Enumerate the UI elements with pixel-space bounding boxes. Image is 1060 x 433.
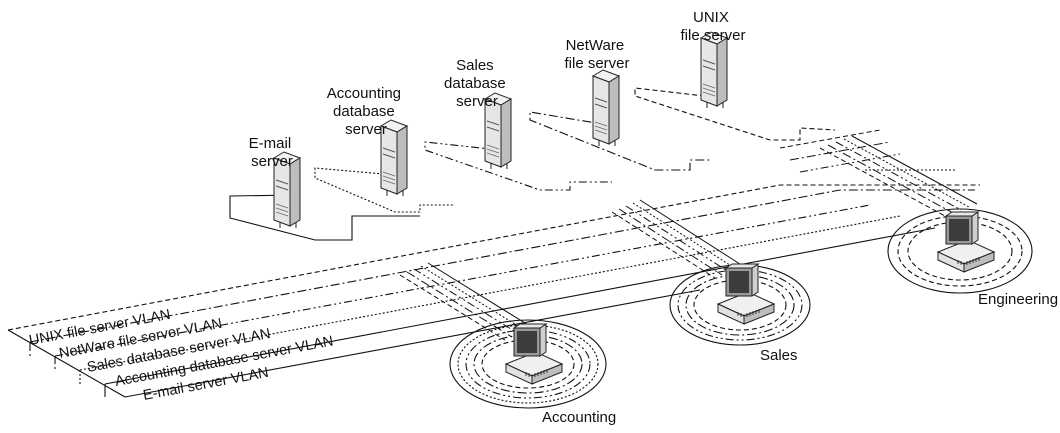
workgroup-label-sales: Sales [760,347,798,364]
netware-server-label: NetWare file server [564,37,629,72]
workgroup-label-accounting: Accounting [542,409,616,426]
netware-server-icon [592,69,620,147]
uplink-email [229,194,420,241]
workgroup-branches [399,129,978,341]
vlan-backbone [7,184,980,398]
email-server-label: E-mail server [249,135,296,170]
unix-server-label: UNIX file server [680,9,745,44]
accounting-db-server-label: Accounting database server [327,85,405,138]
server-labels: E-mail server Accounting database server… [249,9,746,170]
uplink-unix [634,87,836,141]
engineering-computer-icon [937,211,995,273]
vlan-lane-netware [29,189,975,343]
vlan-lane-email [104,227,936,385]
sales-db-server-label: Sales database server [444,57,510,110]
workgroup-label-engineering: Engineering [978,291,1058,308]
branch-sales [611,199,744,279]
vlan-lane-bottom [124,289,701,398]
uplink-netware [529,111,712,171]
vlan-labels: UNIX file server VLAN NetWare file serve… [28,307,335,404]
uplink-accounting-db [314,167,455,213]
branch-accounting [399,262,534,341]
uplink-sales-db [424,141,612,191]
servers [273,31,728,229]
branch-engineering [779,129,978,217]
workstations [505,211,995,385]
server-uplinks [229,87,836,241]
vlan-lane-accounting [79,215,901,371]
vlan-lane-sales [54,204,871,357]
vlan-lane-unix [7,184,980,331]
workgroup-labels: Accounting Sales Engineering [542,291,1058,426]
